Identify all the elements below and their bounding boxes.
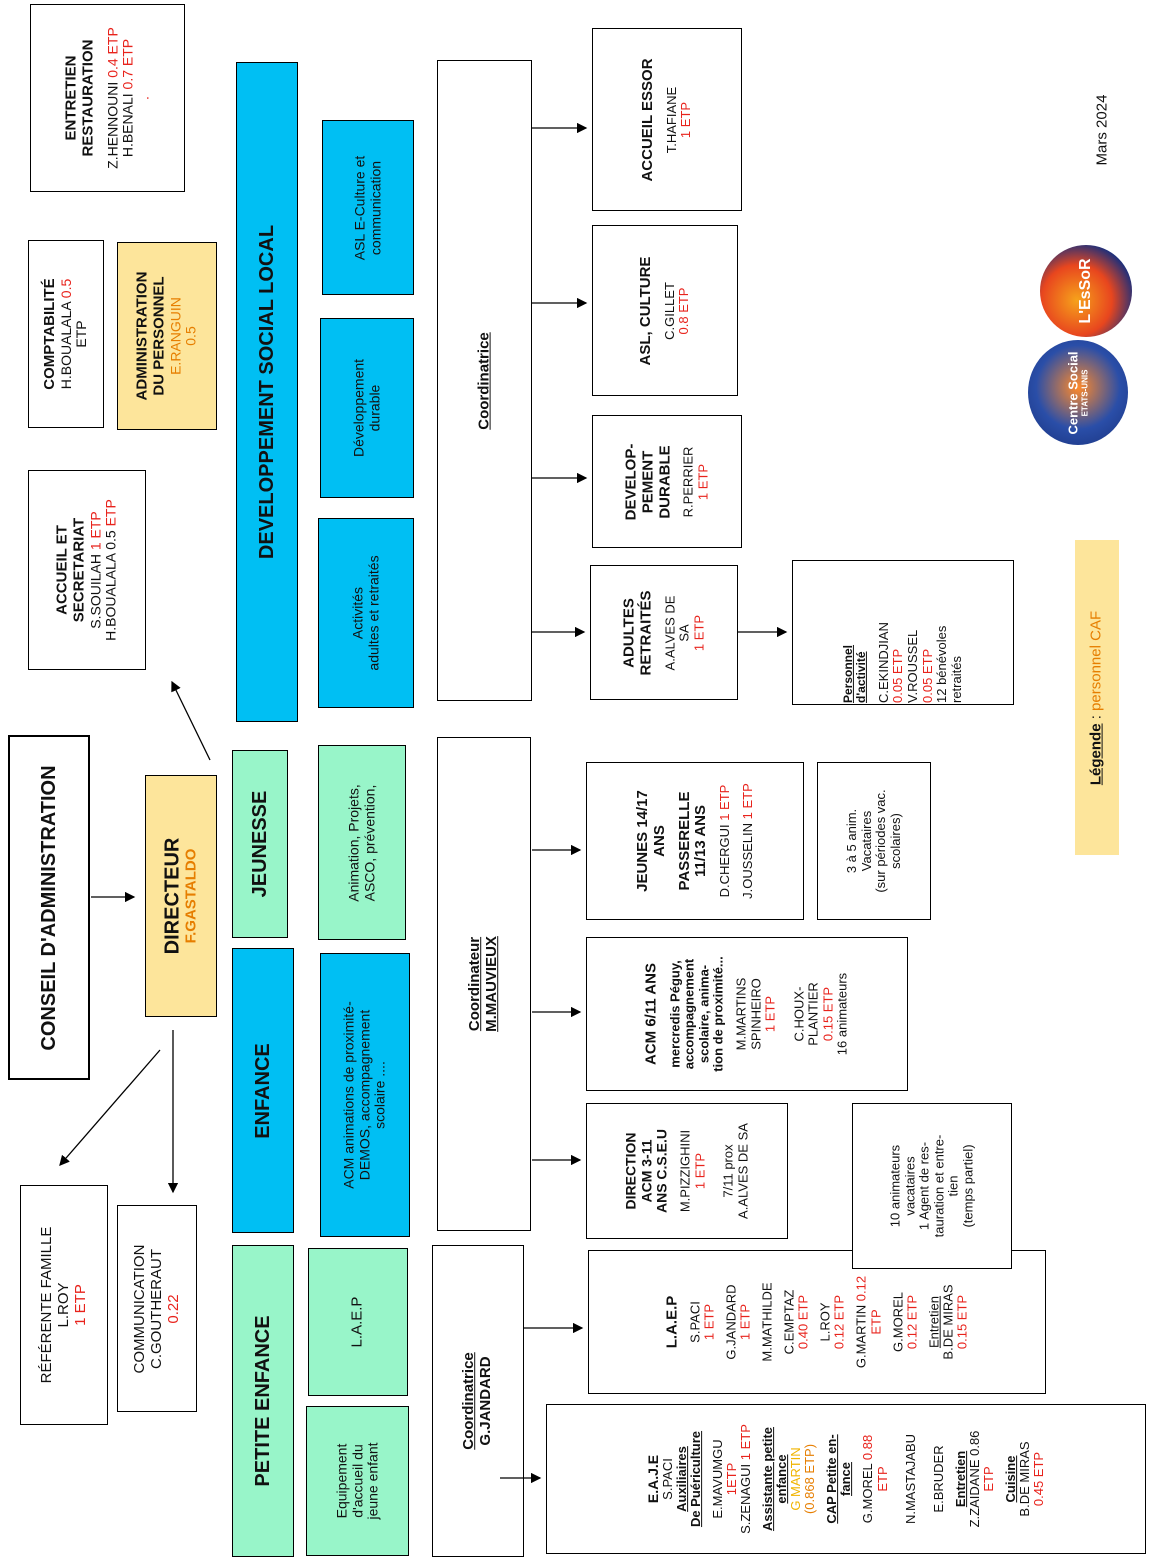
vacataires-enfance-box: 10 animateurs vacataires 1 Agent de res-… <box>852 1103 1012 1269</box>
coordinateur-mauvieux-box: Coordinateur M.MAUVIEUX <box>437 737 531 1231</box>
activity-laep: L.A.E.P <box>308 1248 408 1396</box>
asl-culture-box: ASL, CULTURE C.GILLET 0.8 ETP <box>592 225 738 396</box>
jeunes-box: JEUNES 14/17 ANS PASSERELLE 11/13 ANS D.… <box>586 762 804 920</box>
adultes-retraites-box: ADULTES RETRAITÉS A.ALVES DE SA 1 ETP <box>590 565 738 700</box>
admin-personnel-box: ADMINISTRATION DU PERSONNEL E.RANGUIN 0.… <box>117 242 217 430</box>
laep-detail-box: L.A.E.P S.PACI 1 ETP G.JANDARD 1 ETP M.M… <box>588 1250 1046 1394</box>
direction-acm-box: DIRECTION ACM 3-11 ANS C.S.E.U M.PIZZIGH… <box>586 1103 788 1239</box>
sector-petite-enfance: PETITE ENFANCE <box>232 1245 294 1557</box>
coordinatrice-jandard-box: Coordinatrice G.JANDARD <box>432 1245 524 1557</box>
dev-durable-detail-box: DEVELOP- PEMENT DURABLE R.PERRIER 1 ETP <box>592 415 742 548</box>
accueil-essor-box: ACCUEIL ESSOR T.HAFIANE 1 ETP <box>592 28 742 211</box>
centre-social-logo: Centre Social ETATS-UNIS <box>1028 340 1128 445</box>
personnel-activite-box: Personnel d'activité C.EKINDJIAN 0.05 ET… <box>792 560 1014 705</box>
vacataires-jeunesse-box: 3 à 5 anim. Vacataires (sur périodes vac… <box>817 762 931 920</box>
sector-developpement-social-local: DEVELOPPEMENT SOCIAL LOCAL <box>236 62 298 722</box>
legend-box: Légende : personnel CAF <box>1075 540 1119 855</box>
activity-asl: ASL E-Culture et communication <box>322 120 414 295</box>
arrow-directeur-accueil <box>171 680 211 761</box>
activity-adultes-retraites: Activités adultes et retraités <box>318 518 414 708</box>
entretien-restauration-box: ENTRETIEN RESTAURATION Z.HENNOUNI 0.4 ET… <box>30 4 185 192</box>
sector-enfance: ENFANCE <box>232 948 294 1233</box>
activity-equipement: Equipement d'accueil du jeune enfant <box>306 1406 409 1556</box>
directeur-box: DIRECTEUR F.GASTALDO <box>145 775 217 1017</box>
activity-animation: Animation, Projets, ASCO, prévention, <box>318 745 406 940</box>
arrow-directeur-referente <box>59 1049 161 1166</box>
conseil-box: CONSEIL D'ADMINISTRATION <box>8 735 90 1080</box>
referente-famille-box: RÉFÉRENTE FAMILLE L.ROY 1 ETP <box>20 1185 108 1425</box>
eaje-box: E.A.J.E S.PACI Auxiliaires De Puéricultu… <box>546 1404 1146 1554</box>
sector-jeunesse: JEUNESSE <box>232 750 288 938</box>
coordinatrice-dsl-box: Coordinatrice <box>437 60 532 701</box>
acm611-box: ACM 6/11 ANS mercredis Péguy, accompagne… <box>586 937 908 1091</box>
communication-box: COMMUNICATION C.GOUTHERAUT 0.22 <box>117 1205 197 1412</box>
accueil-secretariat-box: ACCUEIL ET SECRETARIAT S.SOUILAH 1 ETP H… <box>28 470 146 670</box>
essor-logo: L'EsSoR <box>1040 245 1132 337</box>
activity-acm: ACM animations de proximité- DEMOS, acco… <box>320 953 410 1237</box>
comptabilite-box: COMPTABILITÉ H.BOUALALA 0.5 ETP <box>28 240 104 428</box>
activity-dev-durable: Développement durable <box>320 318 414 498</box>
